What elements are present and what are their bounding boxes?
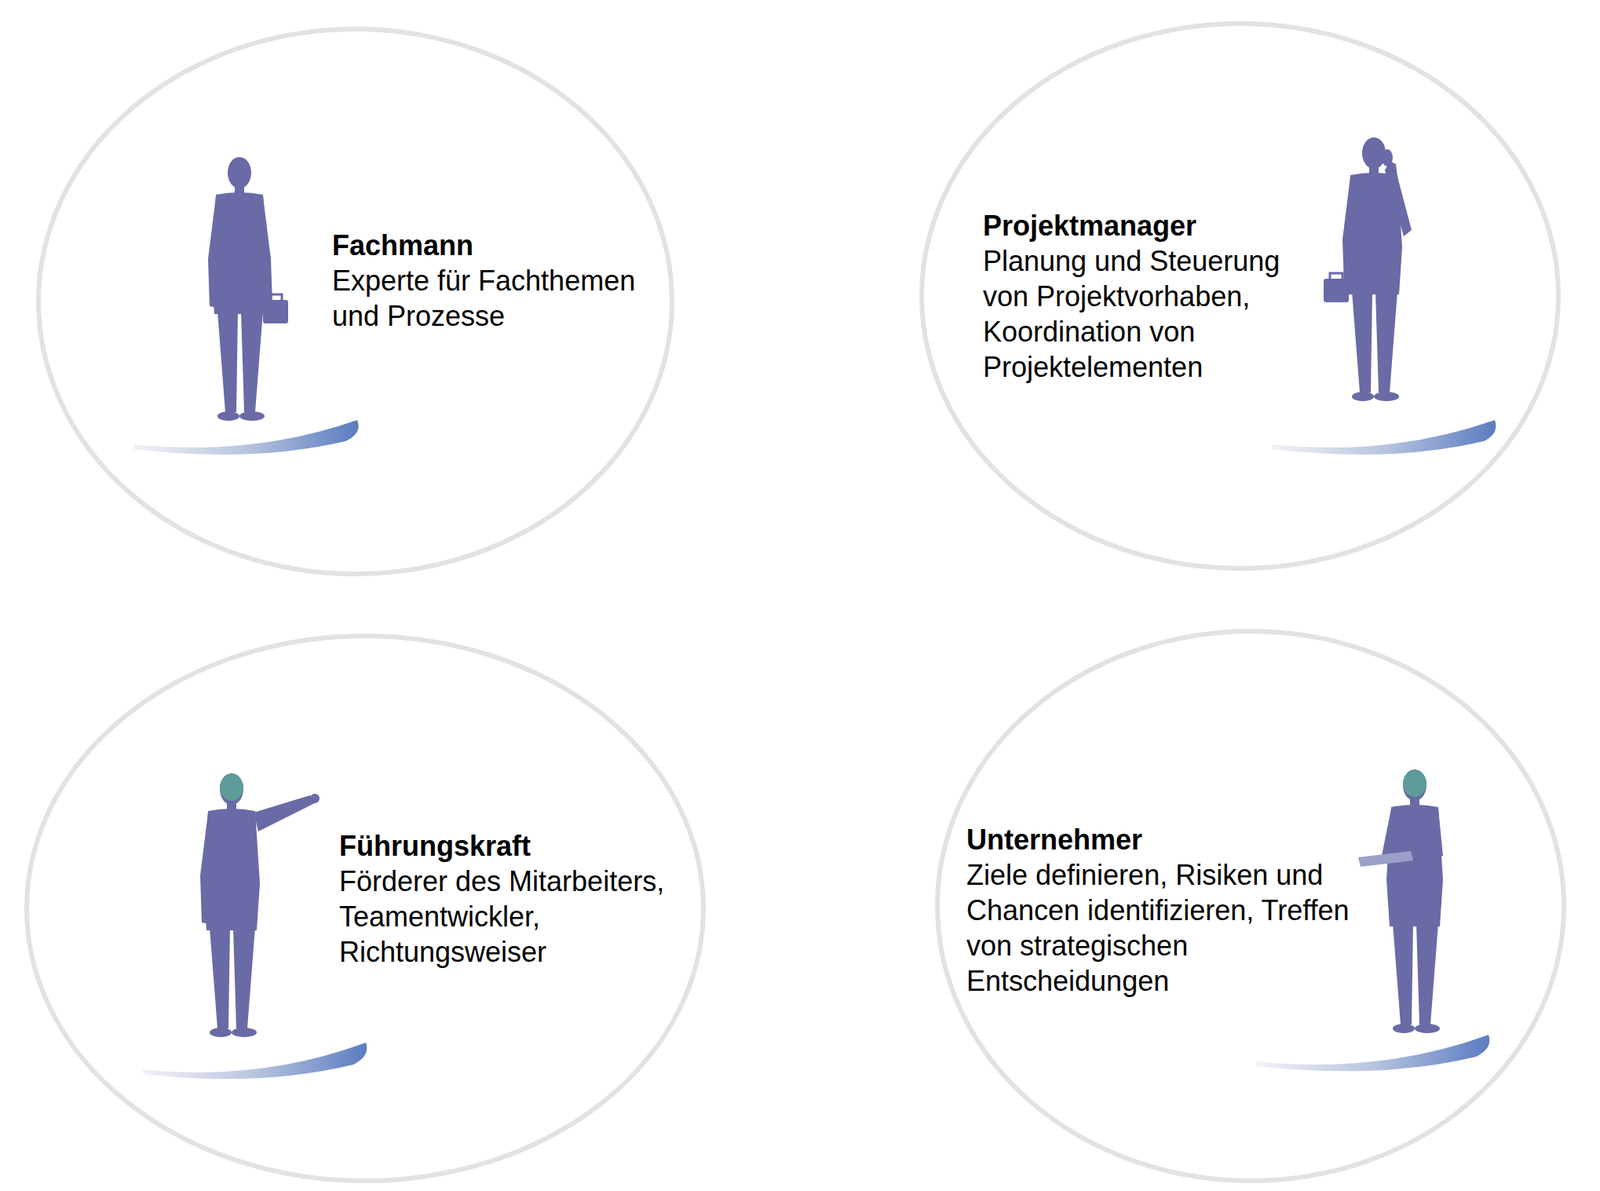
text-block: FührungskraftFörderer des Mitarbeiters, … [339,828,677,970]
ellipse-node: FührungskraftFörderer des Mitarbeiters, … [23,632,707,1184]
role-description: Planung und Steuerung von Projektvorhabe… [982,243,1309,385]
ellipse-shape [921,23,1559,569]
role-title: Unternehmer [966,821,1352,858]
ellipse-node: UnternehmerZiele definieren, Risiken und… [934,628,1568,1184]
text-block: ProjektmanagerPlanung und Steuerung von … [982,208,1309,385]
role-title: Führungskraft [339,828,677,864]
text-block: FachmannExperte für Fachthemen und Proze… [332,227,670,334]
floor-swoosh [1256,1034,1490,1071]
person-silhouette [1323,137,1412,402]
floor-swoosh [133,420,359,455]
person-silhouette [1358,769,1443,1034]
person-silhouette [200,773,320,1038]
ellipse-shape [937,631,1564,1181]
role-title: Fachmann [332,227,670,264]
role-description: Förderer des Mitarbeiters, Teamentwickle… [339,863,677,970]
ellipse-node: FachmannExperte für Fachthemen und Proze… [35,25,676,578]
ellipse-shape [26,635,704,1181]
floor-swoosh [142,1042,367,1079]
role-description: Experte für Fachthemen und Prozesse [332,263,670,334]
role-title: Projektmanager [982,208,1309,244]
ellipse-shape [38,29,673,574]
floor-swoosh [1271,420,1496,455]
ellipse-node: ProjektmanagerPlanung und Steuerung von … [918,20,1562,572]
role-description: Ziele definieren, Risiken und Chancen id… [966,857,1352,999]
text-block: UnternehmerZiele definieren, Risiken und… [966,821,1352,999]
person-silhouette [208,157,289,421]
